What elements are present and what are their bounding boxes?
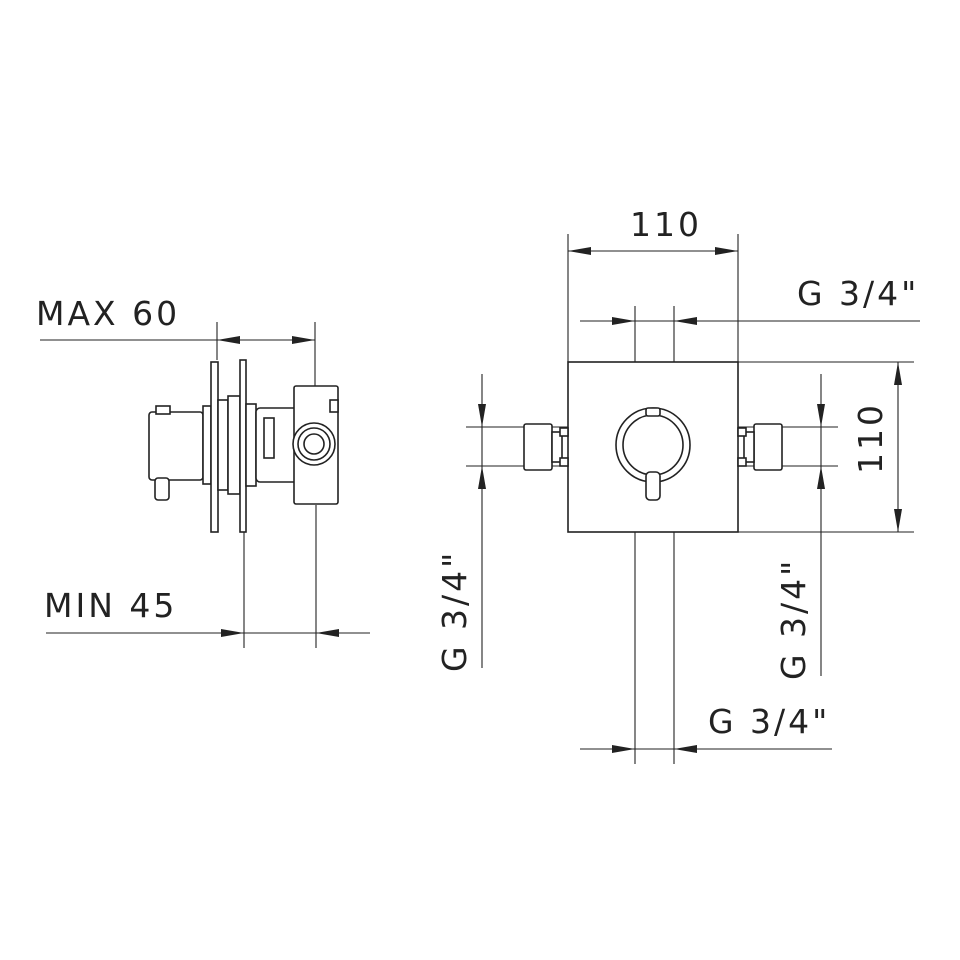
max-arrow-left: [217, 336, 240, 344]
side-view: MAX 60 MIN 45: [36, 294, 370, 648]
thread-left-arrow-bottom: [478, 466, 486, 489]
width-arrow-right: [715, 247, 738, 255]
min-arrow-right: [316, 629, 339, 637]
min-arrow-left: [221, 629, 244, 637]
width-dimension-label: 110: [630, 205, 702, 244]
height-dimension-label: 110: [851, 402, 890, 474]
height-arrow-top: [894, 362, 902, 385]
thread-left-arrow-top: [478, 404, 486, 427]
width-arrow-left: [568, 247, 591, 255]
max-arrow-right: [292, 336, 315, 344]
thread-top-arrow-left: [612, 317, 635, 325]
thread-left-label: G 3/4": [435, 550, 474, 672]
valve-side-body: [148, 359, 339, 533]
left-connector: [523, 423, 569, 471]
thread-bottom-label: G 3/4": [708, 702, 830, 741]
thread-top-label: G 3/4": [797, 274, 919, 313]
min-dimension-label: MIN 45: [44, 586, 177, 625]
thread-bottom-arrow-left: [612, 745, 635, 753]
thread-right-label: G 3/4": [774, 558, 813, 680]
max-dimension-label: MAX 60: [36, 294, 180, 333]
thread-bottom-arrow-right: [674, 745, 697, 753]
height-arrow-bottom: [894, 509, 902, 532]
thread-right-arrow-bottom: [817, 466, 825, 489]
thread-right-arrow-top: [817, 404, 825, 427]
front-view: 110 G 3/4" 110 G 3/4" G 3/4": [435, 205, 920, 764]
thread-top-arrow-right: [674, 317, 697, 325]
front-handle: [615, 407, 691, 501]
right-connector: [737, 423, 783, 471]
